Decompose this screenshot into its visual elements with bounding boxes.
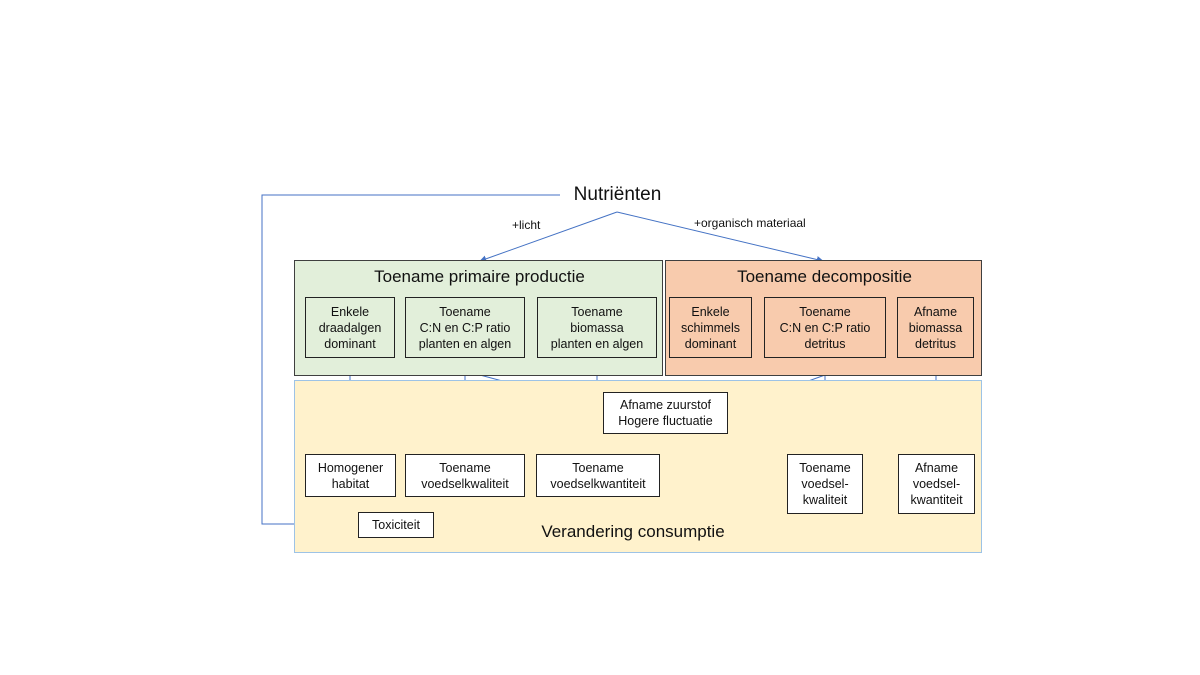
consumption-panel-title: Verandering consumptie: [541, 522, 725, 541]
box-oxygen-fluctuation: Afname zuurstof Hogere fluctuatie: [603, 392, 728, 434]
box-biomass-detritus: Afname biomassa detritus: [897, 297, 974, 358]
box-food-quantity-decrease: Afname voedsel- kwantiteit: [898, 454, 975, 514]
box-ratio-detritus: Toename C:N en C:P ratio detritus: [764, 297, 886, 358]
edge-label-organic: +organisch materiaal: [694, 216, 806, 230]
box-food-quality-increase: Toename voedselkwaliteit: [405, 454, 525, 497]
box-fungi-dominant: Enkele schimmels dominant: [669, 297, 752, 358]
box-food-quality-detritus: Toename voedsel- kwaliteit: [787, 454, 863, 514]
arrow-nutrients-to-primary: [479, 211, 618, 263]
box-food-quantity-increase: Toename voedselkwantiteit: [536, 454, 660, 497]
box-biomass-plants-algae: Toename biomassa planten en algen: [537, 297, 657, 358]
edge-label-light: +licht: [512, 218, 541, 232]
primary-production-title: Toename primaire productie: [374, 267, 585, 286]
decomposition-title: Toename decompositie: [737, 267, 912, 286]
box-homogeneous-habitat: Homogener habitat: [305, 454, 396, 497]
arrow-nutrients-to-decomposition: [616, 211, 824, 263]
box-toxicity: Toxiciteit: [358, 512, 434, 538]
nutrients-title: Nutriënten: [573, 184, 662, 205]
box-filamentous-algae: Enkele draadalgen dominant: [305, 297, 395, 358]
box-ratio-plants-algae: Toename C:N en C:P ratio planten en alge…: [405, 297, 525, 358]
